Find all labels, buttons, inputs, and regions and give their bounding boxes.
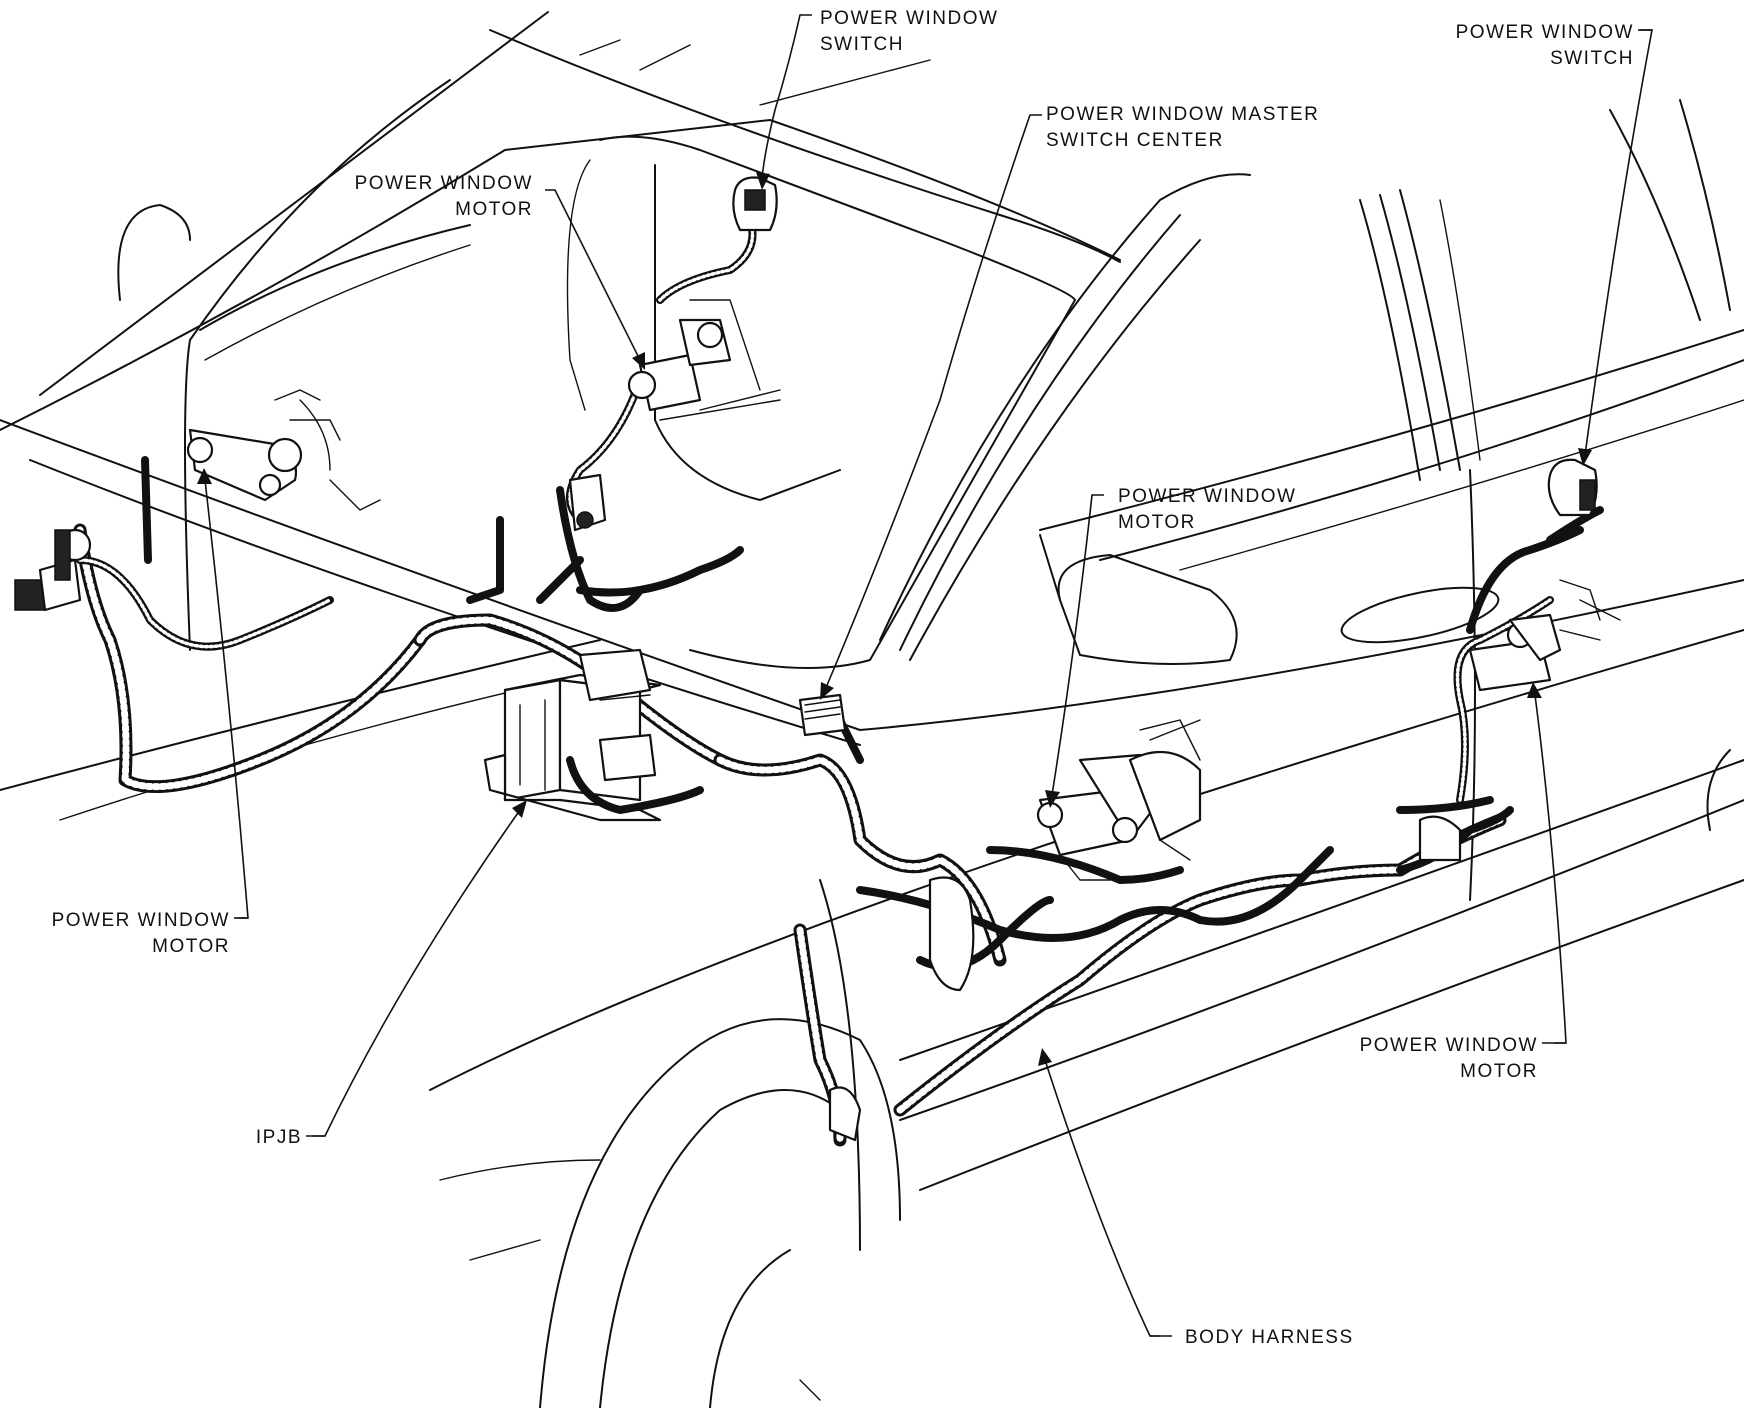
label-pw-master-switch-center: POWER WINDOW MASTER SWITCH CENTER: [1046, 104, 1319, 151]
label-pw-motor-rear-right-line2: MOTOR: [1460, 1061, 1538, 1082]
label-pw-switch-front-line1: POWER WINDOW: [820, 8, 998, 29]
left-motor-body: [627, 299, 781, 421]
label-pw-motor-front-right-line2: MOTOR: [1118, 512, 1196, 533]
master-switch-connector: [798, 693, 847, 737]
car-body-outline: [0, 11, 1744, 1408]
front-left-motor-body: [186, 389, 381, 511]
label-ipjb: IPJB: [256, 1127, 302, 1148]
label-pw-motor-rear-right: POWER WINDOW MOTOR: [1360, 1035, 1538, 1082]
body-harness-wiring: [73, 216, 1604, 1147]
harness-grommets: [828, 815, 1462, 1142]
label-pw-motor-front-left-line1: POWER WINDOW: [52, 910, 230, 931]
label-pw-master-line1: POWER WINDOW MASTER: [1046, 104, 1319, 125]
left-kick-connector: [14, 528, 92, 612]
label-pw-motor-front-left-line2: MOTOR: [152, 936, 230, 957]
label-pw-motor-front-left: POWER WINDOW MOTOR: [52, 910, 230, 957]
label-ticks: [234, 29, 1652, 1337]
label-pw-switch-rear: POWER WINDOW SWITCH: [1456, 22, 1634, 69]
label-pw-switch-rear-line1: POWER WINDOW: [1456, 22, 1634, 43]
rear-right-motor-body: [1468, 579, 1621, 692]
leader-lines: [197, 14, 1653, 1337]
label-pw-motor-front-right: POWER WINDOW MOTOR: [1118, 486, 1296, 533]
label-pw-motor-left-line1: POWER WINDOW: [355, 173, 533, 194]
ipjb-body: [483, 648, 704, 822]
front-left-switch-body: [732, 176, 778, 232]
label-body-harness: BODY HARNESS: [1185, 1327, 1354, 1348]
label-pw-motor-rear-right-line1: POWER WINDOW: [1360, 1035, 1538, 1056]
label-pw-motor-left: POWER WINDOW MOTOR: [355, 173, 533, 220]
rear-right-switch-body: [1547, 458, 1598, 517]
front-right-motor-body: [1036, 719, 1202, 881]
label-pw-switch-front-line2: SWITCH: [820, 34, 904, 55]
label-pw-motor-front-right-line1: POWER WINDOW: [1118, 486, 1296, 507]
label-pw-switch-front: POWER WINDOW SWITCH: [820, 8, 998, 55]
label-pw-switch-rear-line2: SWITCH: [1550, 48, 1634, 69]
components: [14, 176, 1621, 1142]
label-pw-master-line2: SWITCH CENTER: [1046, 130, 1224, 151]
label-pw-motor-left-line2: MOTOR: [455, 199, 533, 220]
left-pillar-connector: [568, 473, 607, 532]
